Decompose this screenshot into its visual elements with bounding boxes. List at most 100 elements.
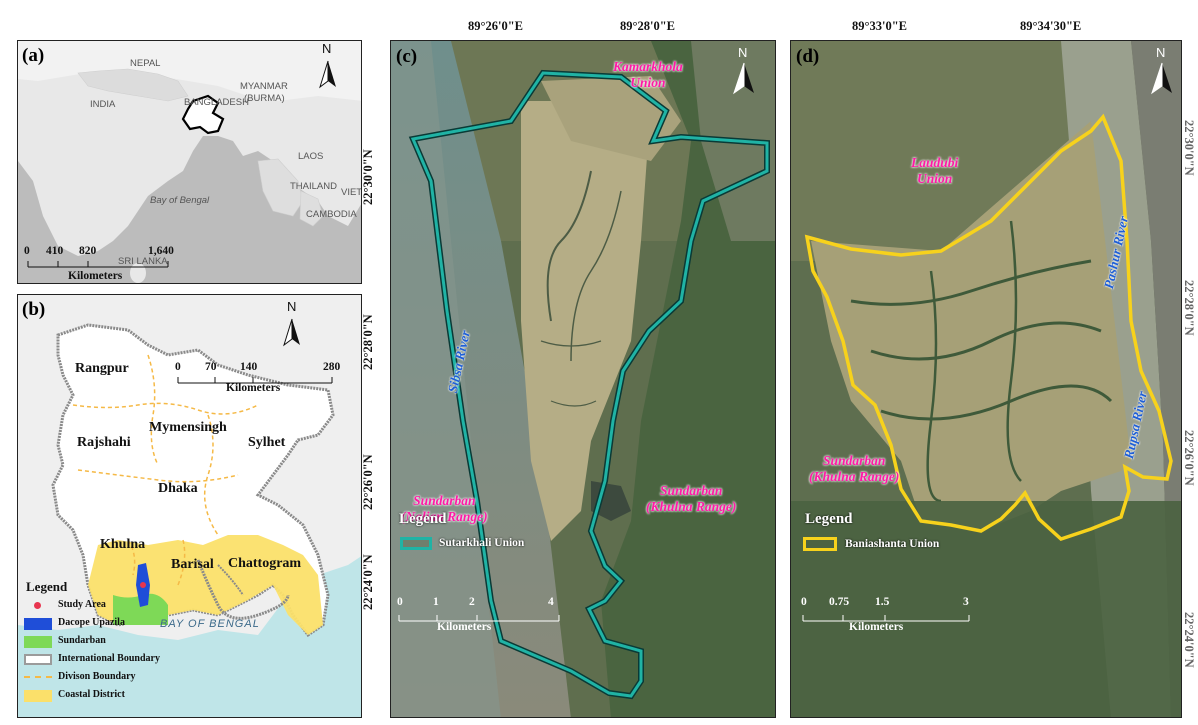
legend-b-swatch — [24, 690, 52, 702]
panel-c-satellite — [391, 41, 775, 717]
scale-b-2: 140 — [240, 361, 258, 373]
scale-d-0: 0 — [801, 596, 807, 608]
legend-b-label: Dacope Upazila — [58, 617, 125, 628]
legend-b-label: Coastal District — [58, 689, 125, 700]
scale-c-0: 0 — [397, 596, 403, 608]
panel-b-bangladesh-map: (b) N 0 70 140 280 Kilometers Rangpur Ra… — [17, 294, 362, 718]
label-myanmar: MYANMAR — [240, 81, 288, 92]
division-dhaka: Dhaka — [158, 481, 198, 496]
scale-bar-a — [27, 261, 169, 268]
division-rangpur: Rangpur — [75, 361, 129, 376]
panel-c-label: (c) — [396, 46, 418, 67]
coord-d-right-1: 22°28'0"N — [1182, 280, 1196, 336]
coord-d-right-3: 22°24'0"N — [1182, 612, 1196, 668]
label-india: INDIA — [90, 99, 116, 110]
coord-c-top-0: 89°26'0"E — [468, 19, 523, 33]
label-laos: LAOS — [298, 151, 324, 162]
place-khulna-c-line1: Sundarban — [660, 483, 723, 498]
place-laudubi-line2: Union — [916, 171, 953, 186]
place-khulna-c-line2: (Khulna Range) — [646, 499, 737, 514]
panel-c-sutarkhali-map: (c) N Kamarkhola Union Sundarban (Nalian… — [390, 40, 776, 718]
north-label-d: N — [1156, 45, 1166, 60]
panel-d-label: (d) — [796, 46, 820, 67]
label-cambodia: CAMBODIA — [306, 209, 357, 220]
label-sri-lanka: SRI LANKA — [118, 256, 168, 267]
scale-a-3: 1,640 — [148, 245, 174, 257]
scale-a-1: 410 — [46, 245, 64, 257]
coord-c-left-1: 22°28'0"N — [361, 314, 375, 370]
legend-b-label: Study Area — [58, 599, 106, 610]
scale-b-1: 70 — [205, 361, 217, 373]
north-label-c: N — [738, 45, 748, 60]
division-sylhet: Sylhet — [248, 435, 286, 450]
scale-bar-c — [398, 615, 560, 622]
place-laudubi-line1: Laudubi — [911, 155, 959, 170]
legend-b-label: Sundarban — [58, 635, 106, 646]
place-nalian-line1: Sundarban — [413, 493, 476, 508]
panel-a-locator-map: (a) NEPAL INDIA BANGLADESH MYANMAR (BURM… — [17, 40, 362, 284]
place-khulna-range-d: Sundarban (Khulna Range) — [809, 453, 899, 485]
legend-b-label: International Boundary — [58, 653, 160, 664]
scale-c-1: 1 — [433, 596, 439, 608]
place-nalian-line2: (Nalian Range) — [401, 509, 488, 524]
coord-d-right-2: 22°26'0"N — [1182, 430, 1196, 486]
place-kamarkhola-line2: Union — [630, 75, 666, 90]
panel-d-baniashanta-map: (d) N Laudubi Union Sundarban (Khulna Ra… — [790, 40, 1182, 718]
place-laudubi: Laudubi Union — [911, 155, 958, 187]
coord-c-left-3: 22°24'0"N — [361, 554, 375, 610]
label-viet: VIET — [341, 187, 362, 198]
legend-b-swatch — [34, 602, 41, 609]
label-bay-of-bengal-b: BAY OF BENGAL — [160, 618, 260, 630]
scale-d-2: 1.5 — [875, 596, 890, 608]
legend-b-label: Divison Boundary — [58, 671, 136, 682]
legend-d-swatch — [803, 537, 837, 551]
scale-c-2: 2 — [469, 596, 475, 608]
scale-c-3: 4 — [548, 596, 554, 608]
division-khulna: Khulna — [100, 537, 146, 552]
label-bay-of-bengal-a: Bay of Bengal — [150, 195, 210, 206]
north-arrow-icon — [283, 318, 300, 347]
bangladesh-outline — [181, 94, 225, 135]
place-khulna-range-c: Sundarban (Khulna Range) — [646, 483, 736, 515]
coord-c-top-1: 89°28'0"E — [620, 19, 675, 33]
scale-b-0: 0 — [175, 361, 181, 373]
scale-a-0: 0 — [24, 245, 30, 257]
legend-b-swatch — [24, 654, 52, 665]
legend-b-swatch — [24, 636, 52, 648]
north-arrow-icon — [319, 60, 336, 89]
panel-d-satellite — [791, 41, 1181, 717]
place-kamarkhola: Kamarkhola Union — [613, 59, 683, 91]
legend-b-title: Legend — [26, 579, 68, 594]
legend-b-swatch — [24, 618, 52, 630]
division-barisal: Barisal — [171, 557, 214, 572]
division-chattogram: Chattogram — [228, 556, 302, 571]
place-khulna-d-line2: (Khulna Range) — [809, 469, 900, 484]
coord-c-left-0: 22°30'0"N — [361, 149, 375, 205]
panel-a-label: (a) — [22, 45, 45, 66]
place-nalian-range: Sundarban (Nalian Range) — [401, 493, 488, 525]
scale-a-2: 820 — [79, 245, 97, 257]
coord-d-right-0: 22°30'0"N — [1182, 120, 1196, 176]
scale-a-unit: Kilometers — [68, 270, 123, 282]
place-khulna-d-line1: Sundarban — [823, 453, 886, 468]
legend-b-swatch — [24, 676, 52, 678]
place-kamarkhola-line1: Kamarkhola — [613, 59, 683, 74]
legend-c-title: Legend — [399, 511, 447, 527]
label-nepal: NEPAL — [130, 58, 161, 69]
scale-bar-d — [802, 615, 970, 622]
north-arrow-icon — [1151, 62, 1172, 95]
coord-c-left-2: 22°26'0"N — [361, 454, 375, 510]
label-burma: (BURMA) — [244, 93, 285, 104]
baniashanta-union-boundary — [804, 113, 1173, 541]
legend-c-label: Sutarkhali Union — [439, 537, 525, 549]
legend-d-label: Baniashanta Union — [845, 538, 940, 550]
scale-b-3: 280 — [323, 361, 341, 373]
scale-d-unit: Kilometers — [849, 621, 904, 633]
coord-d-top-1: 89°34'30"E — [1020, 19, 1082, 33]
legend-d-title: Legend — [805, 511, 853, 527]
panel-a-map — [18, 41, 361, 283]
scale-b-unit: Kilometers — [226, 382, 281, 394]
division-mymensingh: Mymensingh — [149, 420, 227, 435]
legend-c-swatch — [400, 537, 432, 550]
scale-bar-b — [177, 377, 333, 384]
